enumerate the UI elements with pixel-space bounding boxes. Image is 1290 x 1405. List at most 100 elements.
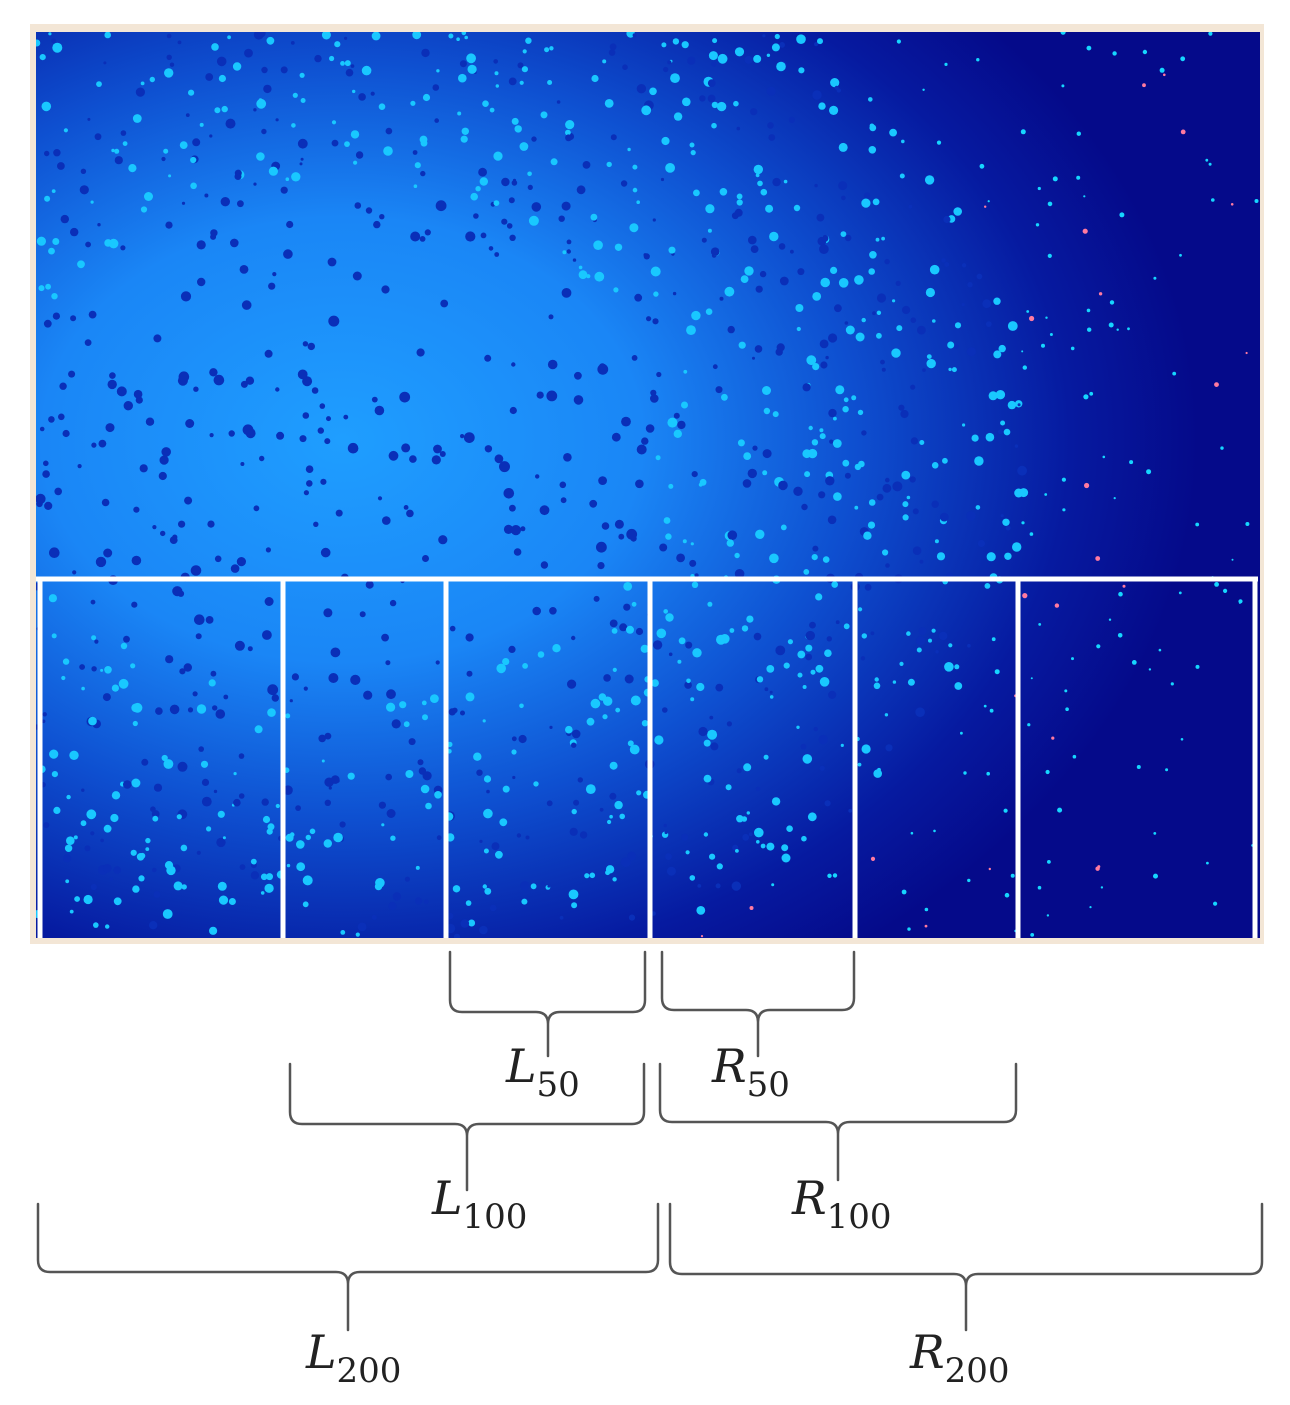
speck — [988, 867, 991, 871]
speck — [83, 894, 93, 905]
speck — [919, 559, 924, 564]
speck — [1022, 593, 1028, 599]
speck — [783, 179, 788, 184]
speck — [540, 111, 548, 119]
speck — [805, 630, 815, 641]
speck — [420, 170, 426, 177]
speck — [1136, 765, 1141, 769]
speck — [763, 754, 769, 760]
speck — [413, 184, 418, 188]
speck — [690, 542, 694, 546]
speck — [488, 246, 494, 251]
speck — [141, 758, 149, 766]
speck — [707, 601, 713, 607]
speck — [483, 775, 492, 783]
speck — [302, 875, 313, 886]
speck — [753, 54, 762, 63]
speck — [378, 801, 386, 809]
speck — [502, 785, 510, 793]
speck — [109, 877, 113, 881]
speck — [609, 43, 617, 51]
speck — [631, 355, 638, 361]
speck — [1047, 860, 1051, 864]
speck — [1003, 428, 1011, 436]
speck — [661, 136, 670, 146]
speck — [697, 884, 702, 888]
speck — [608, 49, 616, 56]
speck — [805, 653, 813, 661]
speck — [635, 627, 644, 636]
speck — [185, 113, 190, 117]
speck — [772, 411, 779, 418]
speck — [547, 80, 553, 85]
speck — [228, 430, 235, 437]
speck — [912, 546, 922, 555]
speck — [132, 114, 142, 123]
speck — [473, 213, 479, 219]
speck — [838, 142, 848, 152]
speck — [673, 112, 683, 121]
speck — [609, 619, 618, 628]
speck — [1231, 558, 1234, 561]
speck — [954, 682, 963, 690]
speck — [738, 341, 746, 349]
speck — [653, 291, 659, 297]
speck — [152, 867, 157, 873]
speck — [941, 258, 946, 263]
speck — [1129, 460, 1134, 465]
speck — [1029, 532, 1034, 536]
speck — [138, 875, 145, 882]
speck — [707, 228, 712, 233]
speck — [812, 292, 822, 301]
speck — [68, 370, 76, 378]
speck — [571, 902, 578, 909]
speck — [100, 838, 104, 843]
speck — [461, 32, 467, 36]
speck — [915, 707, 925, 717]
speck — [898, 404, 905, 411]
speck — [193, 386, 199, 392]
speck — [760, 188, 768, 196]
speck — [192, 138, 201, 147]
speck — [627, 147, 631, 152]
speck — [650, 266, 661, 277]
speck — [520, 526, 526, 532]
speck — [615, 707, 621, 713]
speck — [158, 471, 167, 481]
speck — [962, 423, 966, 427]
speck — [932, 319, 936, 323]
speck — [565, 120, 575, 130]
speck — [155, 707, 163, 715]
speck — [813, 726, 818, 732]
speck — [130, 663, 136, 669]
speck — [549, 607, 557, 615]
speck — [467, 64, 477, 74]
speck — [199, 122, 204, 127]
speck — [353, 160, 358, 165]
speck — [612, 667, 617, 673]
speck — [165, 655, 174, 664]
speck — [870, 856, 876, 862]
speck — [283, 249, 293, 259]
speck — [317, 427, 324, 434]
speck — [511, 749, 517, 755]
speck — [144, 192, 153, 201]
speck — [149, 76, 155, 83]
speck — [834, 85, 839, 90]
speck — [209, 134, 213, 138]
speck — [547, 884, 551, 888]
bracket-labels: L50 R50 L100 R100 L200 R200 — [305, 1039, 1010, 1391]
speck — [833, 416, 837, 421]
speck — [465, 900, 472, 906]
speck — [736, 193, 743, 200]
speck — [818, 734, 828, 745]
speck — [967, 282, 973, 288]
speck — [604, 99, 614, 108]
speck — [939, 512, 949, 522]
speck — [333, 832, 343, 843]
speck — [299, 435, 307, 443]
speck — [812, 90, 822, 100]
speck — [198, 746, 204, 752]
speck — [509, 504, 516, 512]
speck — [963, 771, 967, 775]
